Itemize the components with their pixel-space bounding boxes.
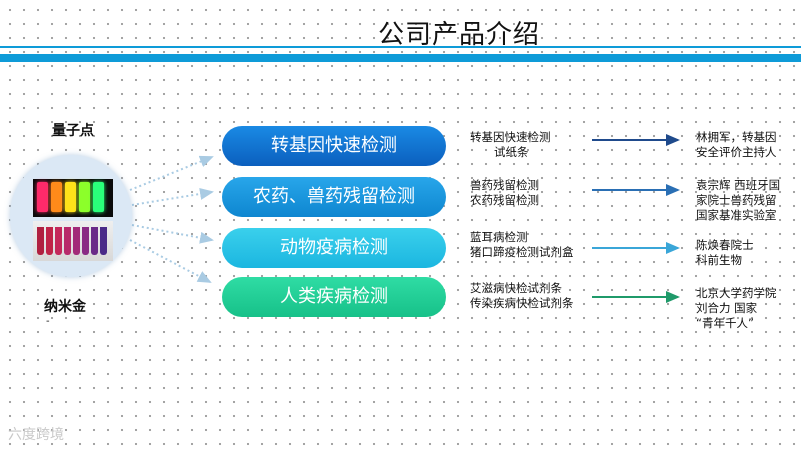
product-line: 兽药残留检测 [470,178,539,192]
experts-human: 北京大学药学院 刘合力 国家 “青年千人” [696,286,777,331]
product-line: 农药残留检测 [470,193,539,207]
products-gmo: 转基因快速检测 试纸条 [470,130,551,160]
label-quantum-dot: 量子点 [52,123,94,139]
category-animal-disease: 动物疫病检测 [222,228,446,268]
product-line: 猪口蹄疫检测试剂盒 [470,245,574,259]
label-nano-gold-extra: - [46,316,50,327]
watermark: 六度跨境 [8,427,64,443]
expert-line: “青年千人” [696,316,754,330]
label-nano-gold: 纳米金 [44,299,86,315]
category-gmo-detection: 转基因快速检测 [222,126,446,166]
experts-residue: 袁宗辉 西班牙国 家院士兽药残留 国家基准实验室 [696,178,780,223]
category-human-disease: 人类疾病检测 [222,277,446,317]
experts-animal: 陈焕春院士 科前生物 [696,238,754,268]
fan-arrow-1 [129,155,214,191]
product-line: 试纸条 [494,145,529,159]
expert-line: 袁宗辉 西班牙国 [696,178,781,192]
products-animal: 蓝耳病检测 猪口蹄疫检测试剂盒 [470,230,574,260]
product-line: 艾滋病快检试剂条 [470,281,562,295]
expert-line: 国家基准实验室 [696,208,777,222]
expert-line: 安全评价主持人 [696,145,777,159]
products-human: 艾滋病快检试剂条 传染疾病快检试剂条 [470,281,574,311]
product-line: 传染疾病快检试剂条 [470,296,574,310]
expert-line: 陈焕春院士 [696,238,754,252]
quantum-dot-photo [33,179,113,217]
fan-arrow-2 [131,188,214,206]
product-line: 蓝耳病检测 [470,230,528,244]
page-title: 公司产品介绍 [378,20,541,50]
expert-line: 家院士兽药残留 [696,193,777,207]
nano-gold-photo [33,221,113,261]
product-line: 转基因快速检测 [470,130,551,144]
header-divider-thin [0,46,801,48]
fan-arrow-3 [131,224,214,244]
category-pesticide-residue: 农药、兽药残留检测 [222,177,446,217]
expert-line: 科前生物 [696,253,742,267]
experts-gmo: 林拥军，转基因 安全评价主持人 [696,130,777,160]
fan-arrow-4 [129,239,212,283]
products-residue: 兽药残留检测 农药残留检测 [470,178,539,208]
header-divider [0,54,801,62]
expert-line: 北京大学药学院 [696,286,777,300]
expert-line: 林拥军，转基因 [696,130,777,144]
expert-line: 刘合力 国家 [696,301,758,315]
